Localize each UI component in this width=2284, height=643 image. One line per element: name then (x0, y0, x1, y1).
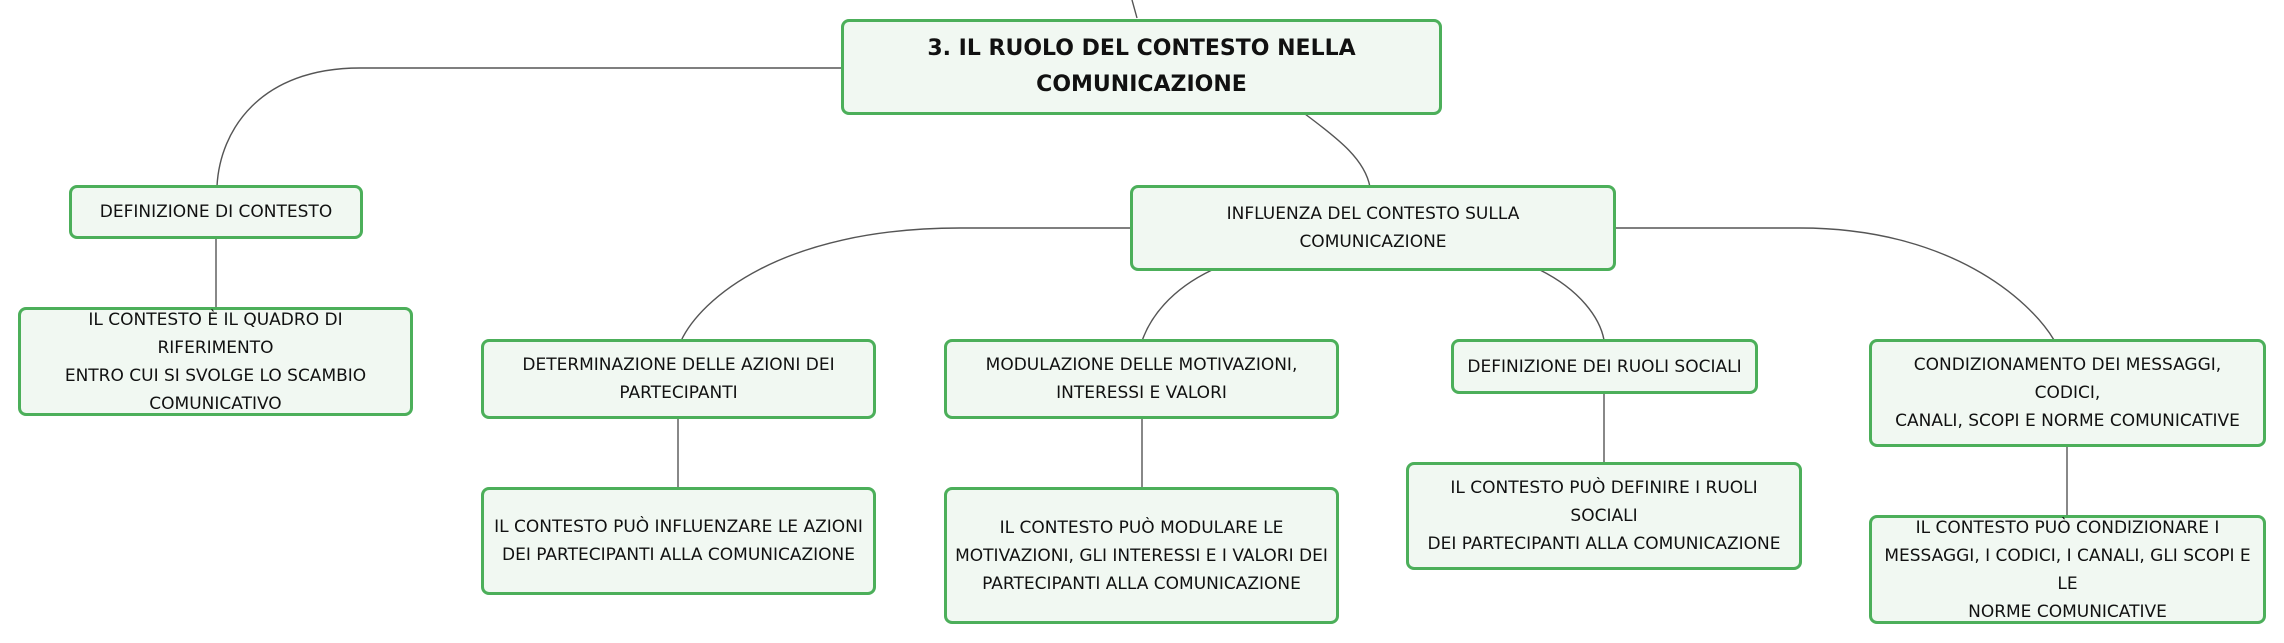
subtopic-definizione-label: IL CONTESTO È IL QUADRO DI RIFERIMENTO E… (64, 309, 367, 414)
connector-influenza-branch4 (1614, 227, 2055, 341)
branch-modulazione[interactable]: MODULAZIONE DELLE MOTIVAZIONI, INTERESSI… (944, 339, 1339, 419)
central-topic-label: 3. IL RUOLO DEL CONTESTO NELLA COMUNICAZ… (927, 36, 1356, 97)
central-topic[interactable]: 3. IL RUOLO DEL CONTESTO NELLA COMUNICAZ… (841, 19, 1442, 115)
leaf-condizionamento-label: IL CONTESTO PUÒ CONDIZIONARE I MESSAGGI,… (1884, 517, 2251, 622)
connector-influenza-branch1 (680, 227, 1132, 342)
topic-influenza-label: INFLUENZA DEL CONTESTO SULLA COMUNICAZIO… (1226, 204, 1520, 252)
branch-condizionamento-label: CONDIZIONAMENTO DEI MESSAGGI, CODICI, CA… (1895, 355, 2240, 431)
topic-definizione[interactable]: DEFINIZIONE DI CONTESTO (69, 185, 363, 239)
branch-determinazione-label: DETERMINAZIONE DELLE AZIONI DEI PARTECIP… (522, 355, 835, 403)
branch-condizionamento[interactable]: CONDIZIONAMENTO DEI MESSAGGI, CODICI, CA… (1869, 339, 2266, 447)
leaf-ruoli-sociali[interactable]: IL CONTESTO PUÒ DEFINIRE I RUOLI SOCIALI… (1406, 462, 1802, 570)
connector-influenza-branch2 (1141, 269, 1213, 342)
subtopic-definizione[interactable]: IL CONTESTO È IL QUADRO DI RIFERIMENTO E… (18, 307, 413, 416)
leaf-ruoli-sociali-label: IL CONTESTO PUÒ DEFINIRE I RUOLI SOCIALI… (1427, 478, 1781, 554)
connector-root-definizione (216, 67, 842, 187)
branch-modulazione-label: MODULAZIONE DELLE MOTIVAZIONI, INTERESSI… (985, 355, 1298, 403)
branch-ruoli-sociali[interactable]: DEFINIZIONE DEI RUOLI SOCIALI (1451, 339, 1758, 394)
branch-ruoli-sociali-label: DEFINIZIONE DEI RUOLI SOCIALI (1467, 356, 1742, 377)
connector-influenza-branch3 (1539, 269, 1605, 341)
leaf-condizionamento[interactable]: IL CONTESTO PUÒ CONDIZIONARE I MESSAGGI,… (1869, 515, 2266, 624)
leaf-modulazione[interactable]: IL CONTESTO PUÒ MODULARE LE MOTIVAZIONI,… (944, 487, 1339, 624)
branch-determinazione[interactable]: DETERMINAZIONE DELLE AZIONI DEI PARTECIP… (481, 339, 876, 419)
topic-influenza[interactable]: INFLUENZA DEL CONTESTO SULLA COMUNICAZIO… (1130, 185, 1616, 271)
connector-top (1131, 0, 1138, 19)
connector-root-influenza (1304, 113, 1371, 188)
leaf-modulazione-label: IL CONTESTO PUÒ MODULARE LE MOTIVAZIONI,… (955, 517, 1328, 594)
topic-definizione-label: DEFINIZIONE DI CONTESTO (99, 202, 333, 222)
leaf-determinazione[interactable]: IL CONTESTO PUÒ INFLUENZARE LE AZIONI DE… (481, 487, 876, 595)
leaf-determinazione-label: IL CONTESTO PUÒ INFLUENZARE LE AZIONI DE… (494, 517, 863, 565)
